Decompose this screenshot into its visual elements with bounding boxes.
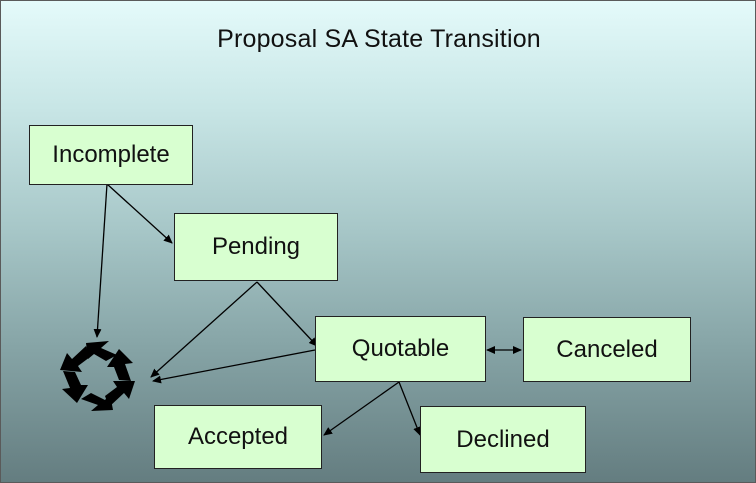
state-declined: Declined [420,406,586,473]
state-quotable-label: Quotable [351,335,450,362]
recycle-icon [60,341,135,411]
state-accepted-label: Accepted [187,423,289,450]
arrow-pending-recycle [150,281,258,378]
diagram-title: Proposal SA State Transition [217,25,541,53]
state-incomplete: Incomplete [29,125,193,185]
state-declined-label: Declined [456,425,550,453]
state-pending-label: Pending [211,233,301,260]
state-quotable: Quotable [315,316,486,382]
state-canceled: Canceled [523,317,691,382]
arrow-quotable-recycle [152,349,316,384]
arrow-incomplete-pending [106,183,173,244]
state-canceled-label: Canceled [556,335,658,363]
arrow-incomplete-recycle [93,183,108,338]
arrow-pending-quotable [256,281,318,347]
state-pending: Pending [174,213,338,281]
arrow-quotable-accepted [323,381,400,436]
state-incomplete-label: Incomplete [52,141,170,168]
state-accepted: Accepted [154,405,322,469]
arrow-quotable-declined [398,381,421,436]
